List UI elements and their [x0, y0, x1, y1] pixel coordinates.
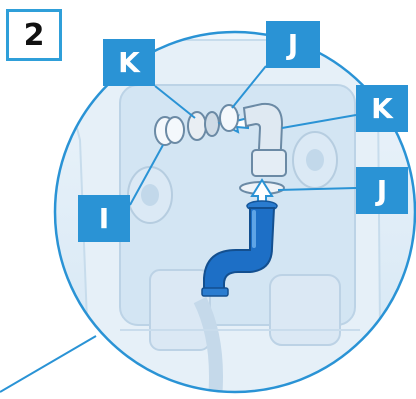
step-number-box: 2	[6, 9, 62, 61]
clamp-ring-i	[155, 117, 184, 145]
label-k-top: K	[103, 39, 155, 86]
zoom-pointer-line	[0, 336, 96, 392]
clamp-j-top	[220, 105, 238, 131]
label-i-left: I	[78, 195, 130, 242]
label-j-right: J	[356, 167, 408, 214]
label-j-top: J	[266, 21, 320, 68]
label-k-right: K	[356, 85, 408, 132]
